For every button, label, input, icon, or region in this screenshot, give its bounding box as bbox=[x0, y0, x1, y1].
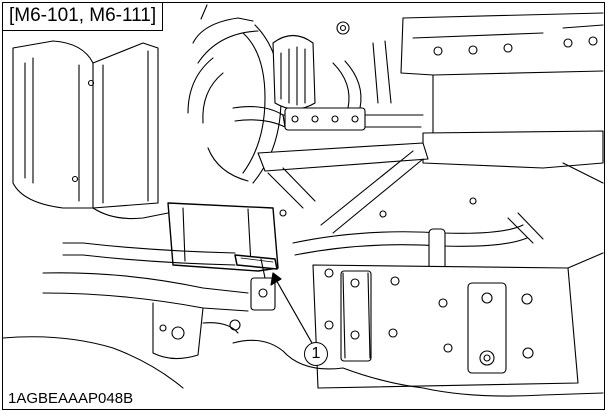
bracket-plate bbox=[167, 202, 287, 272]
lower-left-shaft bbox=[42, 272, 249, 360]
alternator bbox=[272, 21, 350, 110]
figure-code: 1AGBEAAAP048B bbox=[8, 390, 137, 407]
engine-block bbox=[312, 162, 604, 389]
bottom-edge bbox=[3, 336, 604, 397]
diagram-frame: [M6-101, M6-111] 1 1AGBEAAAP048B bbox=[2, 2, 605, 410]
label-slash bbox=[200, 4, 208, 20]
lower-hose bbox=[62, 212, 544, 272]
callout-leader-line bbox=[274, 277, 313, 344]
upper-right-block bbox=[400, 12, 604, 169]
callout-1: 1 bbox=[304, 342, 328, 366]
upper-hoses bbox=[232, 40, 424, 131]
engine-bay-illustration bbox=[3, 4, 604, 402]
model-label: [M6-101, M6-111] bbox=[3, 3, 164, 31]
support-arm bbox=[257, 142, 429, 234]
hose-clip bbox=[234, 254, 278, 311]
radiator-housing bbox=[12, 40, 169, 220]
callout-arrowhead bbox=[270, 272, 282, 286]
